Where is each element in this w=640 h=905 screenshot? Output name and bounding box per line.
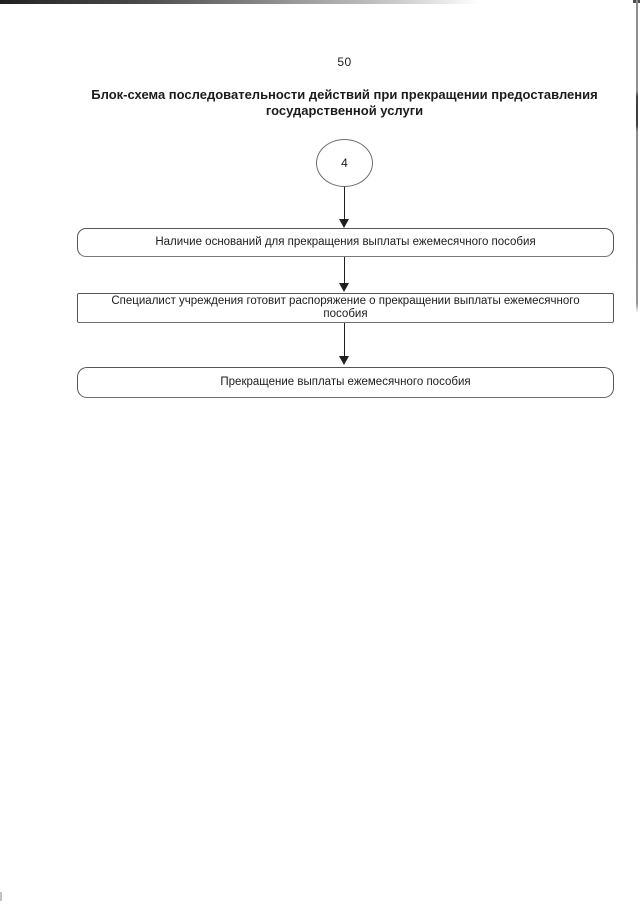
flow-node-3: Прекращение выплаты ежемесячного пособия (77, 367, 614, 398)
scan-artifact-right-edge (636, 0, 638, 313)
diagram-title-line-1: Блок-схема последовательности действий п… (91, 87, 598, 102)
flow-node-2: Специалист учреждения готовит распоряжен… (77, 293, 614, 323)
flow-arrow-line-1 (344, 187, 345, 220)
arrow-down-icon (339, 219, 349, 228)
page-number: 50 (337, 55, 352, 69)
flow-arrow-line-2 (344, 257, 345, 284)
diagram-title-line-2: государственной услуги (265, 103, 424, 118)
flow-node-1-label: Наличие оснований для прекращения выплат… (155, 236, 536, 248)
flow-node-2-label: Специалист учреждения готовит распоряжен… (111, 295, 580, 320)
diagram-title: Блок-схема последовательности действий п… (50, 87, 639, 119)
arrow-down-icon (339, 356, 349, 365)
flow-node-3-label: Прекращение выплаты ежемесячного пособия (220, 376, 471, 388)
scan-artifact-bottom-left (0, 892, 2, 901)
flow-start-connector-circle: 4 (316, 139, 373, 187)
scan-artifact-top-edge (0, 0, 480, 4)
flow-arrow-line-3 (344, 323, 345, 357)
arrow-down-icon (339, 283, 349, 292)
flow-start-connector-label: 4 (341, 156, 348, 170)
flow-node-1: Наличие оснований для прекращения выплат… (77, 228, 614, 257)
